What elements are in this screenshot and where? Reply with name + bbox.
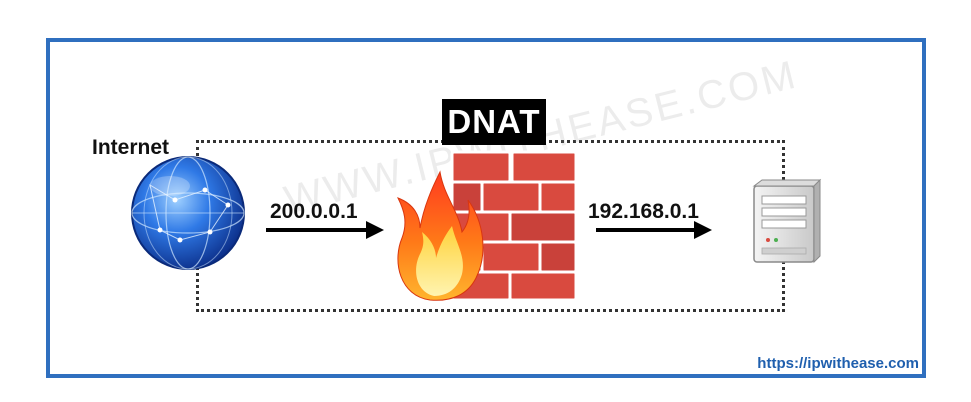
public-ip-label: 200.0.0.1 — [270, 200, 358, 223]
server-tower-icon — [752, 178, 822, 264]
dnat-badge: DNAT — [442, 99, 546, 145]
flame-icon — [396, 170, 484, 301]
private-ip-label: 192.168.0.1 — [588, 200, 699, 223]
arrow-right-icon — [596, 221, 712, 239]
source-url[interactable]: https://ipwithease.com — [757, 355, 919, 372]
arrow-right-icon — [266, 221, 384, 239]
internet-label: Internet — [92, 136, 170, 159]
globe-icon — [131, 156, 245, 270]
